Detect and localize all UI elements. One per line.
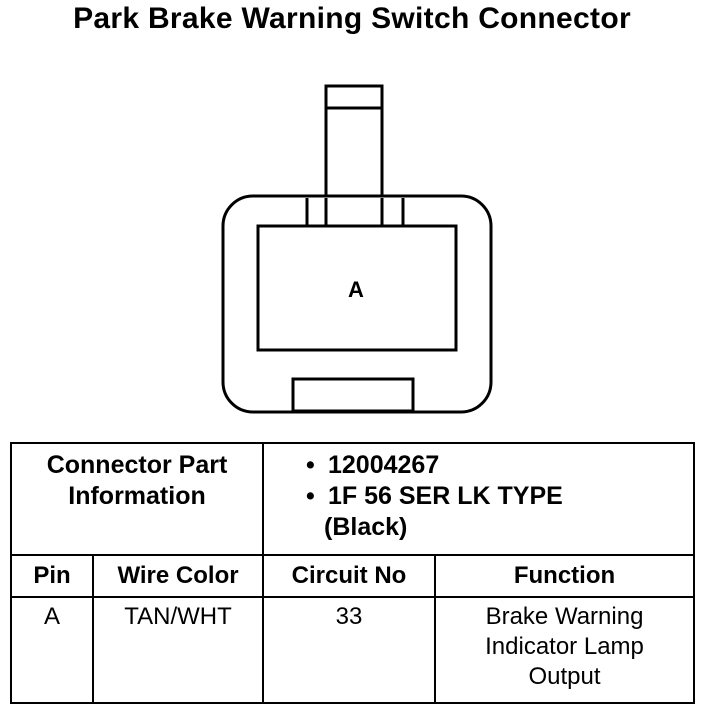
connector-latch-stem — [324, 106, 384, 200]
part-info-values-cell: 12004267 1F 56 SER LK TYPE (Black) — [261, 442, 696, 556]
part-info-label-line2: Information — [68, 482, 206, 510]
part-info-list: 12004267 1F 56 SER LK TYPE — [306, 450, 693, 512]
connector-info-table: Connector Part Information 12004267 1F 5… — [10, 442, 696, 704]
cell-function: Brake Warning Indicator Lamp Output — [433, 596, 696, 704]
page-title: Park Brake Warning Switch Connector — [73, 2, 631, 35]
connector-key — [291, 377, 415, 413]
cell-pin: A — [10, 596, 94, 704]
terminal-cavity — [256, 224, 458, 352]
connector-latch-cap — [324, 84, 384, 110]
function-line-1: Brake Warning — [485, 603, 644, 630]
pin-a-label: A — [348, 277, 364, 302]
cell-wire-color: TAN/WHT — [92, 596, 264, 704]
part-info-row: Connector Part Information 12004267 1F 5… — [10, 442, 696, 556]
table-header-row: Pin Wire Color Circuit No Function — [10, 554, 696, 598]
function-line-2: Indicator Lamp — [485, 633, 644, 660]
table-row: A TAN/WHT 33 Brake Warning Indicator Lam… — [10, 596, 696, 704]
connector-diagram: A — [221, 84, 493, 414]
header-circuit-no: Circuit No — [262, 554, 436, 598]
part-info-label-line1: Connector Part — [46, 451, 228, 479]
header-wire-color: Wire Color — [92, 554, 264, 598]
part-number: 12004267 — [306, 450, 693, 481]
part-color: (Black) — [324, 513, 408, 541]
header-pin: Pin — [10, 554, 94, 598]
header-function: Function — [433, 554, 696, 598]
part-info-label-cell: Connector Part Information — [10, 442, 264, 556]
function-line-3: Output — [528, 663, 601, 690]
cell-circuit-no: 33 — [262, 596, 436, 704]
part-type: 1F 56 SER LK TYPE — [306, 481, 693, 512]
